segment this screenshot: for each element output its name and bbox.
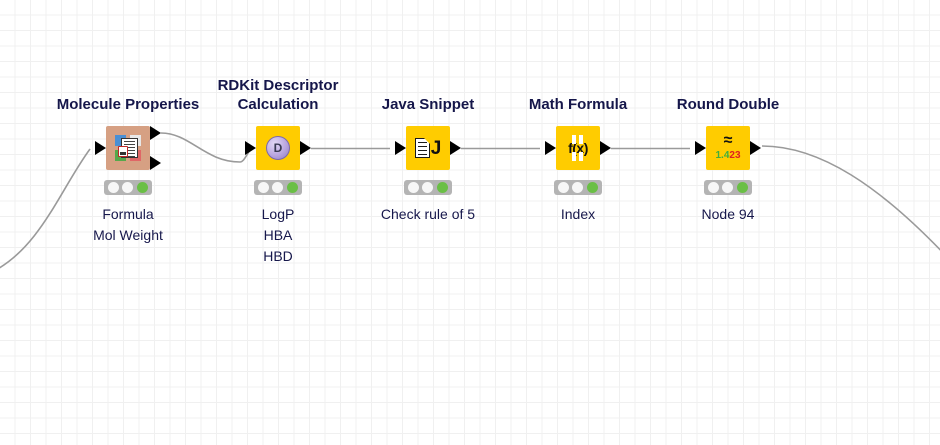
status-bulb-queued: [272, 182, 284, 193]
status-bulb-executed: [137, 182, 149, 193]
node-title-line: RDKit Descriptor: [217, 77, 339, 94]
round-drop-digits: 23: [729, 150, 741, 161]
node-input-port[interactable]: [395, 141, 406, 155]
status-bulb-queued: [122, 182, 134, 193]
node-status-indicator: [254, 180, 302, 195]
node-box[interactable]: J: [406, 126, 450, 170]
node-input-port[interactable]: [545, 141, 556, 155]
status-bulb-executed: [437, 182, 449, 193]
status-bulb-queued: [722, 182, 734, 193]
node-label-line: HBA: [263, 227, 293, 243]
status-bulb-idle: [557, 182, 569, 193]
node-label-line: LogP: [261, 206, 295, 222]
node-output-port-1[interactable]: [750, 141, 761, 155]
status-bulb-queued: [572, 182, 584, 193]
status-bulb-idle: [707, 182, 719, 193]
status-bulb-idle: [407, 182, 419, 193]
node-title: Round Double: [676, 96, 780, 113]
node-status-indicator: [104, 180, 152, 195]
round-keep-digits: 1.4: [715, 150, 730, 161]
status-bulb-queued: [422, 182, 434, 193]
status-bulb-idle: [257, 182, 269, 193]
node-box[interactable]: [106, 126, 150, 170]
node-title: Math Formula: [528, 96, 628, 113]
node-label-line: Mol Weight: [93, 227, 163, 243]
node-box[interactable]: f(x): [556, 126, 600, 170]
node-box[interactable]: ≈ 1.423: [706, 126, 750, 170]
node-label-line: HBD: [263, 248, 293, 264]
node-input-port[interactable]: [695, 141, 706, 155]
node-output-port-1[interactable]: [600, 141, 611, 155]
node-label: LogP HBA HBD: [262, 204, 295, 267]
edge-molprop-to-rdkit: [160, 132, 252, 163]
status-bulb-executed: [737, 182, 749, 193]
node-label-line: Formula: [102, 206, 154, 222]
node-output-port-1[interactable]: [150, 126, 161, 140]
status-bulb-executed: [287, 182, 299, 193]
node-label-line: Check rule of 5: [380, 206, 476, 222]
status-bulb-executed: [587, 182, 599, 193]
node-title: Java Snippet: [381, 96, 475, 113]
java-snippet-icon: J: [413, 133, 443, 163]
node-label: Check rule of 5: [381, 204, 475, 225]
node-input-port[interactable]: [95, 141, 106, 155]
edge-outgoing: [761, 145, 940, 251]
math-formula-icon: f(x): [563, 133, 593, 163]
node-label-line: Node 94: [701, 206, 755, 222]
node-title: RDKit Descriptor Calculation: [218, 76, 339, 114]
node-title-line: Calculation: [237, 96, 319, 113]
node-status-indicator: [704, 180, 752, 195]
status-bulb-idle: [107, 182, 119, 193]
node-title: Molecule Properties: [56, 96, 200, 113]
node-label-line: Index: [560, 206, 596, 222]
node-output-port-2[interactable]: [150, 156, 161, 170]
approx-symbol: ≈: [723, 132, 733, 149]
node-label: Node 94: [702, 204, 755, 225]
node-status-indicator: [554, 180, 602, 195]
node-label: Index: [561, 204, 595, 225]
node-status-indicator: [404, 180, 452, 195]
node-box[interactable]: D: [256, 126, 300, 170]
edge-incoming: [0, 148, 91, 269]
node-output-port-1[interactable]: [450, 141, 461, 155]
node-input-port[interactable]: [245, 141, 256, 155]
molecule-properties-icon: [113, 133, 143, 163]
round-double-icon: ≈ 1.423: [713, 133, 743, 163]
node-label: Formula Mol Weight: [93, 204, 163, 246]
node-output-port-1[interactable]: [300, 141, 311, 155]
rdkit-descriptor-icon: D: [263, 133, 293, 163]
